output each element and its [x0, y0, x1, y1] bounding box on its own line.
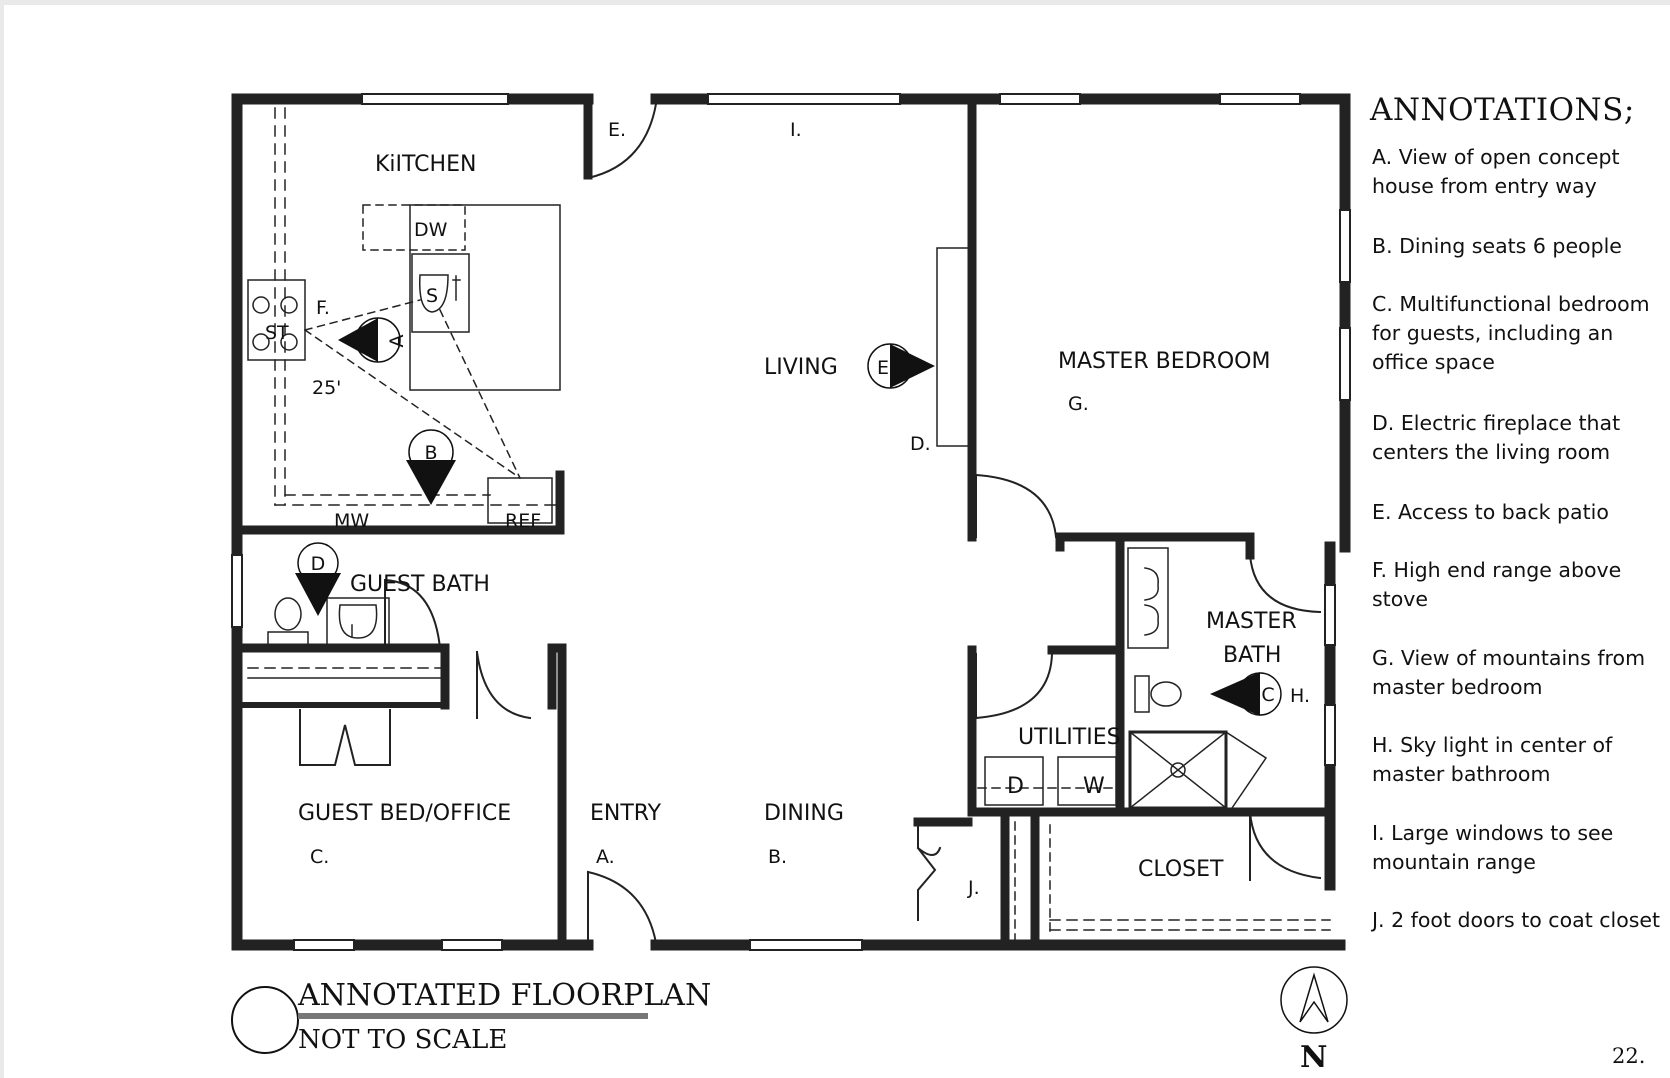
annotation-text: house from entry way — [1372, 174, 1597, 198]
annotation-text: C. Multifunctional bedroom — [1372, 292, 1650, 316]
annotation-text: F. High end range above — [1372, 558, 1622, 582]
room-guest-bath: GUEST BATH — [350, 572, 490, 597]
master-bath-fixtures — [1127, 547, 1268, 810]
letter-callouts: A. B. C. D. E. F. G. H. I. J. — [310, 119, 1310, 899]
annotation-text: J. 2 foot doors to coat closet — [1372, 908, 1661, 932]
annotation-b: B. Dining seats 6 people — [1372, 232, 1662, 261]
room-master-bath-1: MASTER — [1206, 609, 1297, 634]
guest-bath-fixtures — [267, 597, 390, 647]
annotation-text: G. View of mountains from — [1372, 646, 1646, 670]
top-border — [0, 0, 1670, 5]
electric-fireplace — [936, 247, 970, 447]
room-living: LIVING — [764, 355, 838, 380]
marker-e-label: E — [877, 357, 889, 379]
marker-c: C — [1210, 672, 1282, 716]
callout-f: F. — [316, 297, 330, 319]
north-label: N — [1300, 1040, 1328, 1075]
title-circle — [231, 986, 299, 1054]
label-s: S — [426, 285, 438, 307]
view-markers: A B C D E — [295, 317, 1282, 716]
marker-d: D — [295, 542, 341, 616]
room-master-bedroom: MASTER BEDROOM — [1058, 349, 1270, 374]
annotation-text: for guests, including an — [1372, 321, 1614, 345]
annotation-text: master bathroom — [1372, 762, 1551, 786]
annotation-text: E. Access to back patio — [1372, 500, 1609, 524]
callout-h: H. — [1290, 685, 1310, 707]
annotation-c: C. Multifunctional bedroom for guests, i… — [1372, 290, 1662, 377]
title-main: ANNOTATED FLOORPLAN — [297, 978, 711, 1013]
left-border — [0, 0, 4, 1078]
marker-a: A — [338, 317, 408, 363]
callout-j: J. — [967, 877, 980, 899]
room-master-bath-2: BATH — [1223, 643, 1281, 668]
callout-c: C. — [310, 846, 329, 868]
marker-d-label: D — [311, 553, 326, 575]
label-st: ST — [265, 322, 289, 344]
annotation-j: J. 2 foot doors to coat closet — [1372, 906, 1662, 935]
callout-a: A. — [596, 846, 615, 868]
guest-closet-shelf — [237, 667, 448, 708]
marker-c-label: C — [1261, 684, 1274, 706]
annotation-text: master bedroom — [1372, 675, 1543, 699]
annotations-heading: ANNOTATIONS; — [1370, 92, 1635, 128]
label-dimension: 25' — [312, 377, 341, 399]
room-dining: DINING — [764, 801, 844, 826]
annotation-text: office space — [1372, 350, 1495, 374]
fixture-labels: DW S ST MW REF D W 25' — [265, 219, 1105, 799]
marker-a-label: A — [386, 335, 408, 348]
annotation-d: D. Electric fireplace that centers the l… — [1372, 409, 1662, 467]
annotation-text: mountain range — [1372, 850, 1536, 874]
page-number: 22. — [1612, 1044, 1646, 1068]
annotation-g: G. View of mountains from master bedroom — [1372, 644, 1662, 702]
title-sub: NOT TO SCALE — [298, 1025, 507, 1055]
annotation-text: B. Dining seats 6 people — [1372, 234, 1622, 258]
marker-e: E — [867, 343, 935, 389]
annotation-i: I. Large windows to see mountain range — [1372, 819, 1662, 877]
callout-i: I. — [790, 119, 802, 141]
label-dw: DW — [414, 219, 448, 241]
annotation-text: D. Electric fireplace that — [1372, 411, 1621, 435]
annotation-text: H. Sky light in center of — [1372, 733, 1613, 757]
north-arrow-icon — [1280, 966, 1348, 1034]
room-closet: CLOSET — [1138, 857, 1224, 882]
annotation-text: stove — [1372, 587, 1429, 611]
callout-b: B. — [768, 846, 787, 868]
label-washer: W — [1083, 774, 1105, 799]
callout-d: D. — [910, 433, 931, 455]
room-kitchen: KiITCHEN — [375, 152, 476, 177]
marker-b-label: B — [424, 442, 437, 464]
room-entry: ENTRY — [590, 801, 662, 826]
marker-b: B — [406, 429, 456, 505]
annotation-text: A. View of open concept — [1372, 145, 1620, 169]
room-guest-bed-office: GUEST BED/OFFICE — [298, 801, 511, 826]
label-mw: MW — [334, 510, 369, 532]
label-dryer: D — [1007, 774, 1024, 799]
callout-e: E. — [608, 119, 626, 141]
utility-closet-details — [977, 756, 1331, 941]
annotation-text: centers the living room — [1372, 440, 1611, 464]
interior-walls — [232, 94, 1335, 950]
callout-g: G. — [1068, 393, 1089, 415]
annotation-h: H. Sky light in center of master bathroo… — [1372, 731, 1662, 789]
doors — [299, 102, 1322, 945]
annotation-e: E. Access to back patio — [1372, 498, 1662, 527]
annotation-a: A. View of open concept house from entry… — [1372, 143, 1662, 201]
room-utilities: UTILITIES — [1018, 725, 1121, 750]
windows — [231, 93, 1351, 951]
room-labels: KiITCHEN LIVING MASTER BEDROOM GUEST BAT… — [298, 152, 1297, 882]
title-block: ANNOTATED FLOORPLAN NOT TO SCALE — [231, 978, 711, 1055]
annotation-f: F. High end range above stove — [1372, 556, 1662, 614]
kitchen-fixtures — [247, 107, 561, 524]
label-ref: REF — [505, 510, 541, 532]
annotation-text: I. Large windows to see — [1372, 821, 1614, 845]
